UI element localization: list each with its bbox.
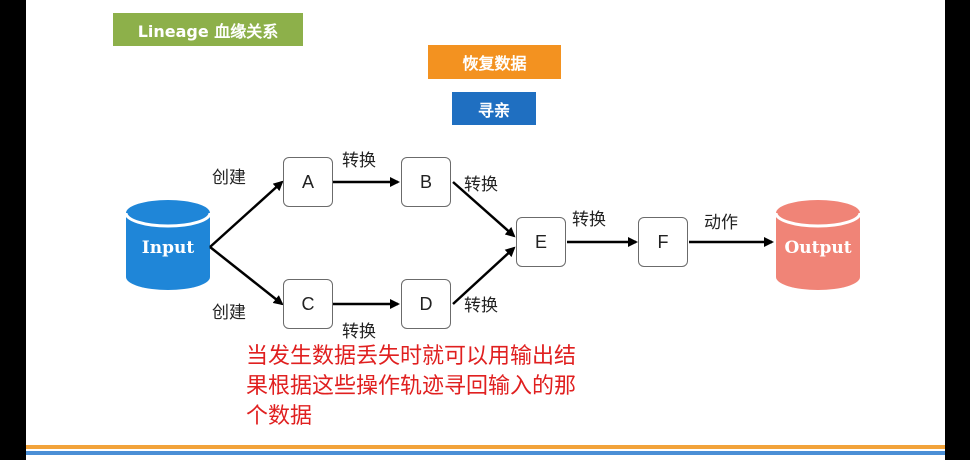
edge-d-e [452,246,516,305]
edge-b-e [452,181,516,238]
bottom-bar-blue [26,451,945,455]
output-cylinder [774,200,862,290]
label-transform-ef: 转换 [572,210,606,230]
bottom-bar-orange [26,445,945,449]
label-create-bottom: 创建 [212,303,246,323]
note-line-1: 当发生数据丢失时就可以用输出结 [246,344,577,369]
label-transform-de: 转换 [464,296,498,316]
node-e: E [516,217,566,267]
note-line-3: 个数据 [246,404,313,429]
output-label: Output [784,238,852,258]
label-action: 动作 [704,213,738,233]
lineage-diagram [124,177,862,309]
edge-input-a [209,180,284,248]
label-transform-be: 转换 [464,175,498,195]
slide-title: Lineage 血缘关系 [113,13,303,46]
label-create-top: 创建 [212,168,246,188]
input-cylinder [124,200,212,290]
edge-input-c [209,246,284,306]
input-label: Input [141,238,195,258]
node-d: D [401,279,451,329]
restore-data-tag: 恢复数据 [428,45,561,79]
node-f: F [638,217,688,267]
note-line-2: 果根据这些操作轨迹寻回输入的那 [246,374,577,399]
node-b: B [401,157,451,207]
slide: Lineage 血缘关系 恢复数据 寻亲 Input Outp [26,0,945,460]
find-kin-tag: 寻亲 [452,92,536,125]
node-c: C [283,279,333,329]
label-transform-cd: 转换 [342,322,376,342]
explanation-note: 当发生数据丢失时就可以用输出结 果根据这些操作轨迹寻回输入的那 个数据 [246,342,686,432]
label-transform-ab: 转换 [342,151,376,171]
node-a: A [283,157,333,207]
